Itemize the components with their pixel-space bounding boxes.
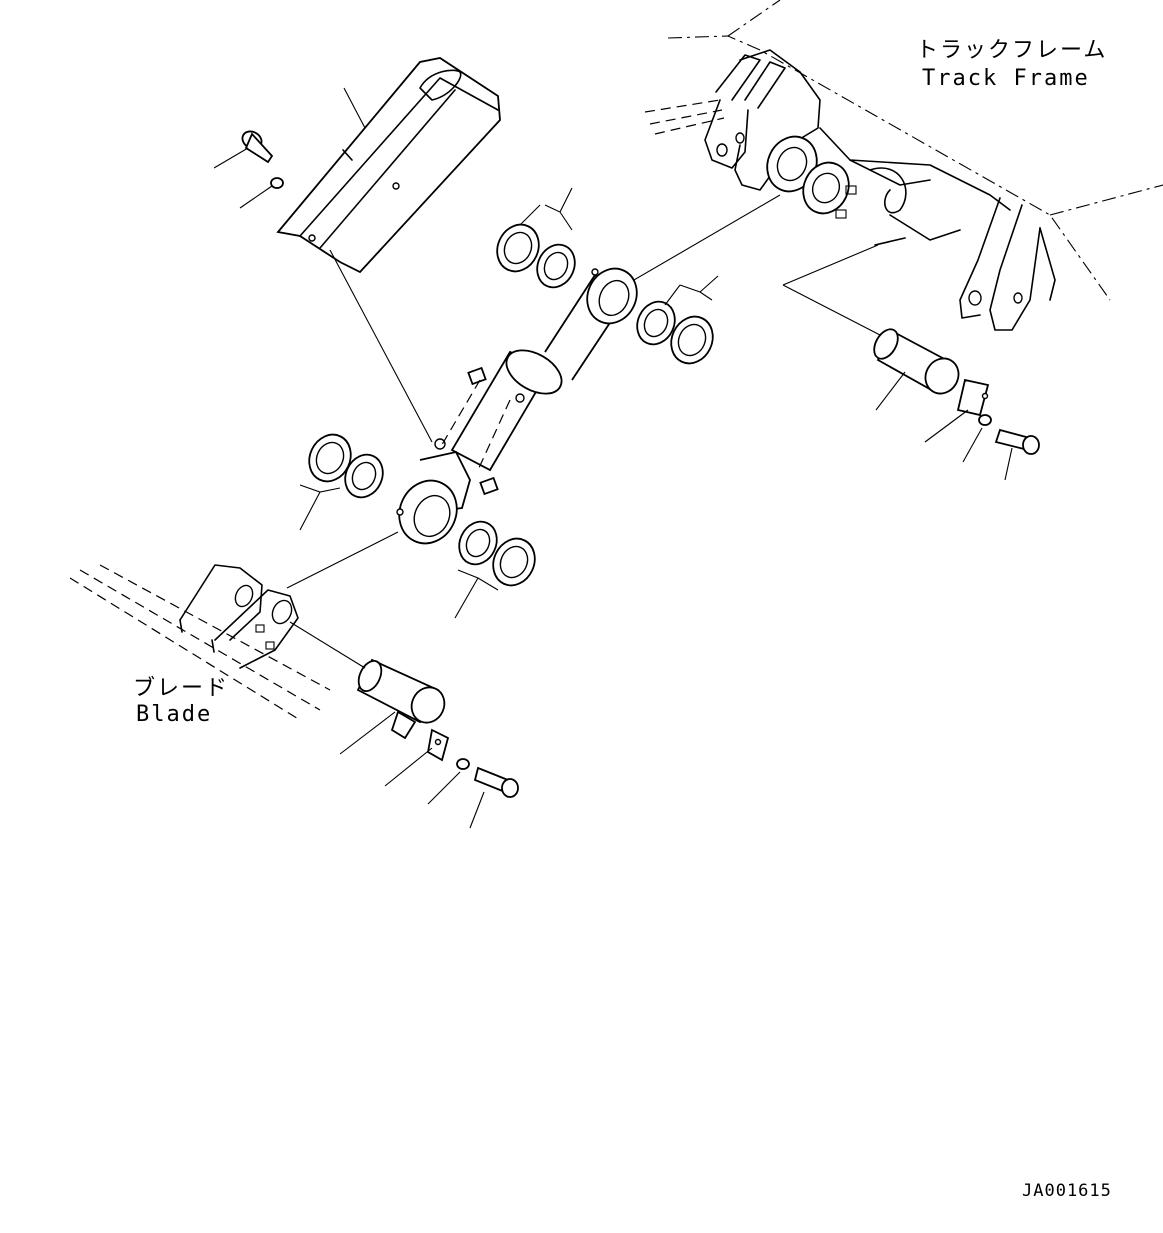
shims-upper xyxy=(496,223,576,289)
blade-label-jp: ブレード xyxy=(133,676,230,701)
pin-right xyxy=(873,328,1040,455)
pin-blade xyxy=(356,658,519,798)
cylinder-cover xyxy=(276,57,501,274)
cylinder-assembly xyxy=(396,267,638,545)
shims-right xyxy=(636,300,714,365)
track-frame-label-en: Track Frame xyxy=(922,66,1090,91)
track-frame-label-jp: トラックフレーム xyxy=(916,38,1108,63)
blade xyxy=(69,564,331,721)
cover-bolt xyxy=(241,130,284,189)
track-frame xyxy=(644,0,1163,331)
drawing-id: JA001615 xyxy=(1022,1181,1112,1201)
shims-lower xyxy=(458,520,536,587)
blade-label-en: Blade xyxy=(136,702,213,727)
shims-left xyxy=(308,433,384,499)
leader-lines xyxy=(213,87,1013,829)
